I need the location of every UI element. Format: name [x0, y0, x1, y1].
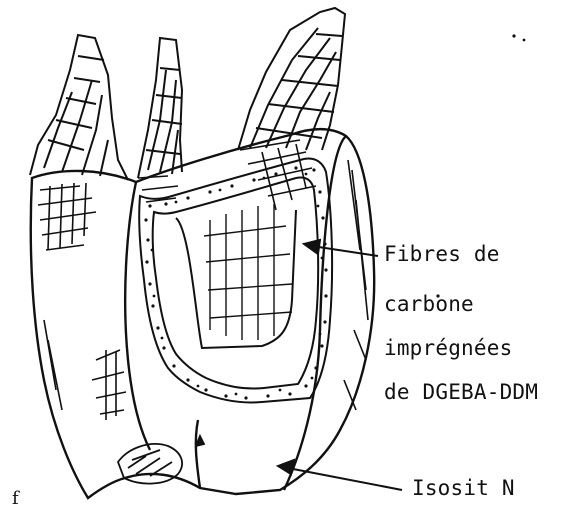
tooth-root-left	[30, 35, 128, 180]
label-corner-mark: f	[12, 490, 19, 508]
label-fibres-line4: de DGEBA-DDM	[384, 382, 538, 403]
leader-arrow-fibres	[304, 240, 378, 256]
label-fibres-line2: carbone	[384, 294, 474, 315]
label-fibres-line1: Fibres de	[384, 244, 500, 265]
leader-arrow-isosit	[278, 460, 402, 490]
label-fibres-line3: imprégnées	[384, 338, 512, 359]
fibre-lining	[139, 159, 332, 403]
label-isosit: Isosit N	[412, 478, 515, 499]
fibre-dots	[144, 166, 327, 399]
chamber-hatch	[204, 204, 292, 340]
tooth-root-middle	[138, 38, 182, 178]
